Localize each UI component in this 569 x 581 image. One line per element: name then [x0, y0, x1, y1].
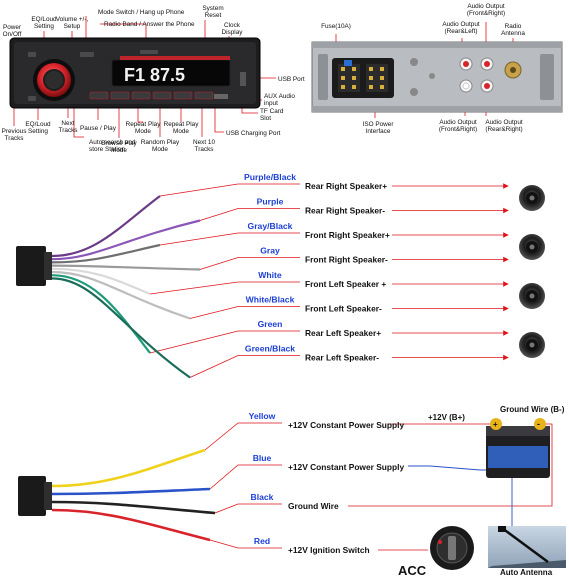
power-wire-color-2: Black — [251, 492, 274, 502]
svg-text:+: + — [493, 420, 498, 429]
speaker-wire-3 — [51, 264, 201, 271]
callout-usb: USB Port — [278, 76, 305, 83]
speaker-wire-2 — [51, 243, 161, 264]
callout-band: Radio Band / Answer the Phone — [104, 21, 195, 28]
speaker-wire-color-4: White — [258, 270, 282, 280]
speaker-wire-0 — [51, 195, 161, 258]
speaker-wire-desc-1: Rear Right Speaker- — [305, 206, 385, 216]
ignition-switch-icon — [430, 526, 474, 570]
back-label-ao_rr: Audio Output(Rear&Right) — [485, 119, 523, 133]
speaker-wire-desc-4: Front Left Speaker + — [305, 279, 386, 289]
battery-plus-label: +12V (B+) — [428, 413, 465, 422]
ground-wire-label: Ground Wire (B-) — [500, 405, 565, 414]
power-wire-labels: Yellow+12V Constant Power SupplyBlue+12V… — [249, 411, 405, 555]
power-wire-1 — [51, 487, 211, 496]
speaker-wire-color-6: Green — [258, 319, 283, 329]
power-wire-0 — [51, 448, 206, 488]
speaker-wire-color-0: Purple/Black — [244, 172, 296, 182]
back-label-ao_fr_top: Audio Output(Front&Right) — [467, 3, 505, 17]
speaker-icon — [519, 283, 545, 309]
callout-usbchg: USB Charging Port — [226, 130, 281, 137]
back-label-fuse: Fuse(10A) — [321, 23, 351, 30]
back-label-ao_rl: Audio Output(Rear&Left) — [442, 21, 480, 35]
speaker-wire-color-2: Gray/Black — [248, 221, 293, 231]
power-wire-desc-3: +12V Ignition Switch — [288, 545, 370, 555]
power-connector-plug — [18, 476, 46, 516]
speaker-wire-color-5: White/Black — [246, 295, 295, 305]
speaker-wire-4 — [51, 267, 151, 296]
power-wiring-section: Yellow+12V Constant Power SupplyBlue+12V… — [18, 405, 566, 578]
speaker-wire-desc-7: Rear Left Speaker- — [305, 353, 379, 363]
speaker-wire-color-1: Purple — [257, 197, 284, 207]
radio-display: F1 87.5 — [124, 65, 185, 85]
speaker-wire-color-3: Gray — [260, 246, 280, 256]
speaker-wire-7 — [51, 277, 191, 379]
power-wire-color-0: Yellow — [249, 411, 276, 421]
speaker-wire-desc-2: Front Right Speaker+ — [305, 230, 390, 240]
speaker-wire-desc-6: Rear Left Speaker+ — [305, 328, 381, 338]
speaker-wire-color-7: Green/Black — [245, 344, 295, 354]
power-wire-desc-0: +12V Constant Power Supply — [288, 420, 404, 430]
radio-back-panel: Fuse(10A) Audio Output(Rear&Left) Audio Ou… — [311, 3, 563, 135]
auto-antenna-icon — [488, 526, 566, 568]
back-panel-labels: Fuse(10A) Audio Output(Rear&Left) Audio Ou… — [321, 3, 525, 135]
speaker-wire-desc-5: Front Left Speaker- — [305, 304, 382, 314]
speaker-wire-desc-3: Front Right Speaker- — [305, 255, 388, 265]
auto-antenna-label: Auto Antenna — [500, 568, 553, 576]
back-label-ao_fr_bot: Audio Output(Front&Right) — [439, 119, 477, 133]
speaker-wire-6 — [51, 274, 151, 354]
callout-mode: Mode Switch / Hang up Phone — [98, 9, 185, 16]
power-wire-2 — [51, 500, 216, 515]
power-wire-lines — [51, 422, 553, 551]
speaker-icon — [519, 332, 545, 358]
power-wire-color-3: Red — [254, 536, 270, 546]
speaker-icon — [519, 234, 545, 260]
power-wire-desc-2: Ground Wire — [288, 501, 339, 511]
callout-volume: Volume +/-,Setup — [56, 16, 89, 30]
speaker-connector-plug — [16, 246, 46, 286]
speaker-icon — [519, 185, 545, 211]
acc-label: ACC — [398, 563, 427, 576]
power-wire-color-1: Blue — [253, 453, 272, 463]
svg-text:-: - — [537, 419, 540, 429]
speaker-wire-lines — [51, 183, 509, 379]
power-wire-3 — [51, 508, 211, 542]
speaker-wire-1 — [51, 219, 201, 261]
speaker-wire-5 — [51, 270, 191, 320]
speaker-wire-desc-0: Rear Right Speaker+ — [305, 181, 387, 191]
power-wire-desc-1: +12V Constant Power Supply — [288, 462, 404, 472]
speaker-icons — [519, 185, 545, 358]
battery-icon: + - — [486, 418, 550, 478]
callout-pause: Pause / Play — [80, 125, 117, 132]
